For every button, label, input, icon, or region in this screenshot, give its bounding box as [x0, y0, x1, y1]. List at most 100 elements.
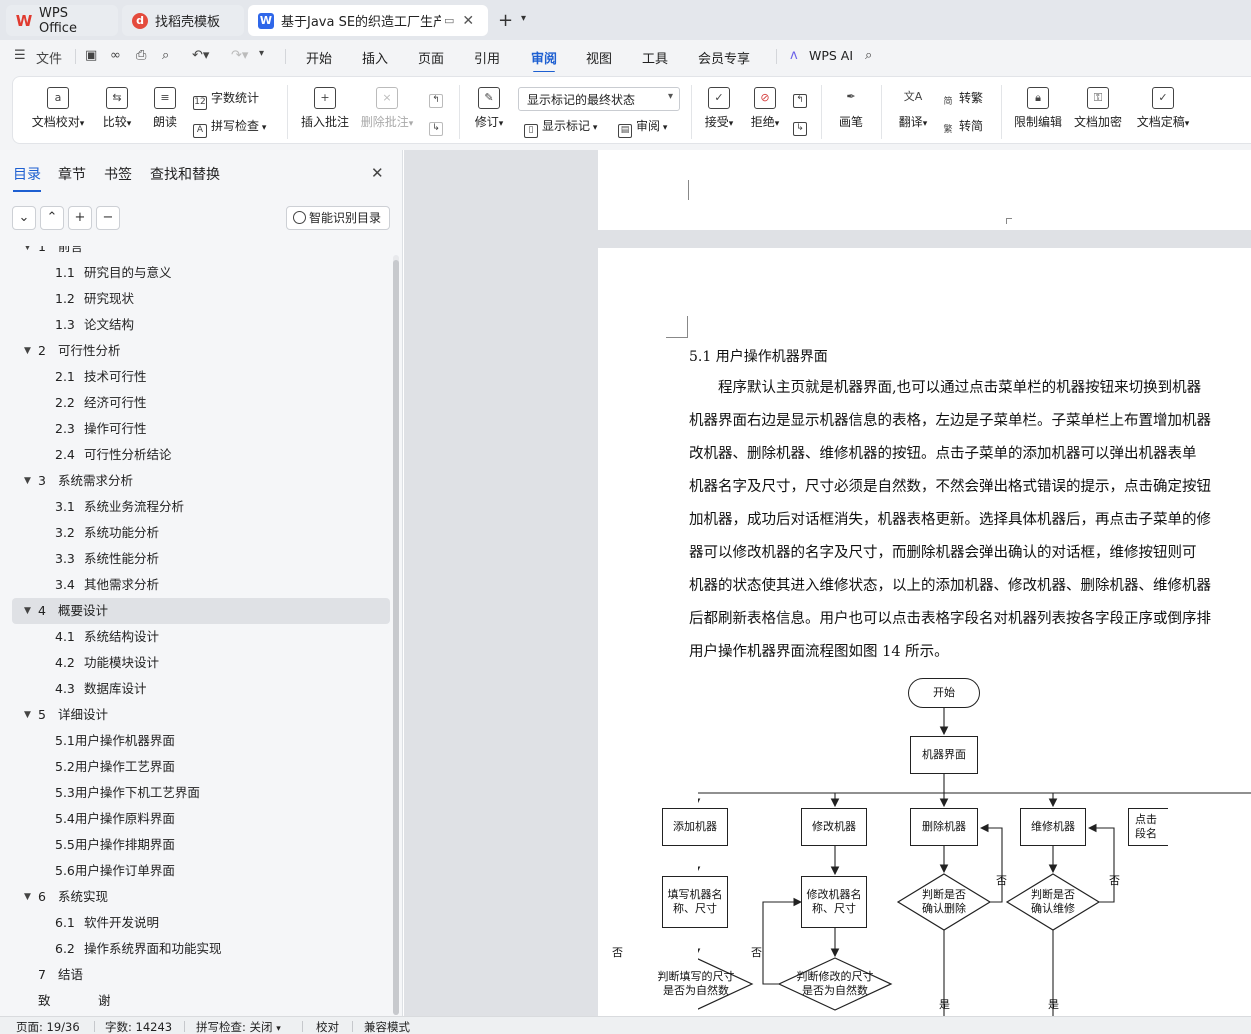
wps-ai-icon[interactable]: ʌ [790, 48, 798, 63]
toc-item[interactable]: 5.6用户操作订单界面 [12, 858, 390, 884]
next-change-button[interactable]: ↳ [793, 117, 811, 136]
chevron-down-icon[interactable]: ▾ [259, 48, 265, 59]
menu-home[interactable]: 开始 [306, 52, 333, 67]
revise-button[interactable]: ✎ 修订▾ [469, 87, 509, 130]
encrypt-button[interactable]: ⚿ 文档加密 [1071, 87, 1125, 130]
tab-sections[interactable]: 章节 [58, 167, 86, 183]
next-comment-button[interactable]: ↳ [429, 117, 447, 136]
expand-triangle-icon[interactable]: ▼ [24, 892, 31, 902]
scrollbar-thumb[interactable] [393, 260, 399, 1015]
chevron-down-icon[interactable]: ▾ [521, 13, 527, 24]
document-area[interactable]: 5.1 用户操作机器界面 程序默认主页就是机器界面,也可以通过点击菜单栏的机器按… [404, 150, 1251, 1016]
tab-toc[interactable]: 目录 [13, 164, 41, 192]
pen-button[interactable]: ✒ 画笔 [835, 87, 867, 130]
to-simplified-button[interactable]: 繁转简 [941, 117, 983, 139]
tab-daoke-templates[interactable]: d 找稻壳模板 [122, 5, 244, 36]
reject-button[interactable]: ⊘ 拒绝▾ [745, 87, 785, 130]
file-menu[interactable]: 文件 [36, 52, 63, 67]
toc-item[interactable]: 5.3用户操作下机工艺界面 [12, 780, 390, 806]
smart-toc-button[interactable]: 智能识别目录 [286, 206, 390, 230]
tab-bookmarks[interactable]: 书签 [104, 167, 132, 183]
new-tab-button[interactable]: + [498, 10, 514, 31]
menu-member[interactable]: 会员专享 [698, 52, 751, 67]
toc-item[interactable]: 5.5用户操作排期界面 [12, 832, 390, 858]
toc-item[interactable]: 5.1用户操作机器界面 [12, 728, 390, 754]
expand-triangle-icon[interactable]: ▼ [24, 606, 31, 616]
toc-item[interactable]: 致谢 [12, 988, 390, 1014]
tab-document[interactable]: W 基于Java SE的织造工厂生产管 ▭ ✕ [248, 5, 488, 36]
hamburger-icon[interactable]: ☰ [14, 48, 26, 63]
read-aloud-button[interactable]: ≡ 朗读 [149, 87, 181, 130]
add-heading-button[interactable]: + [68, 206, 92, 230]
search-icon[interactable]: ⌕ [865, 48, 873, 63]
close-tab-icon[interactable]: ✕ [462, 12, 475, 29]
remove-heading-button[interactable]: − [96, 206, 120, 230]
page-indicator[interactable]: 页面: 19/36 [16, 1020, 80, 1034]
expand-triangle-icon[interactable]: ▼ [24, 710, 31, 720]
compare-button[interactable]: ⇆ 比较▾ [97, 87, 137, 130]
menu-page[interactable]: 页面 [418, 52, 445, 67]
show-markup-button[interactable]: ▯显示标记 ▾ [524, 117, 597, 138]
to-traditional-button[interactable]: 简转繁 [941, 89, 983, 111]
tab-find-replace[interactable]: 查找和替换 [150, 167, 220, 183]
markup-state-select[interactable]: 显示标记的最终状态 ▾ [518, 87, 680, 111]
translate-button[interactable]: 文A 翻译▾ [893, 87, 933, 130]
expand-triangle-icon[interactable]: ▼ [24, 346, 31, 356]
redo-icon[interactable]: ↷▾ [231, 48, 249, 63]
word-count-status[interactable]: 字数: 14243 [105, 1020, 173, 1034]
menu-references[interactable]: 引用 [474, 52, 501, 67]
tab-wps-office[interactable]: W WPS Office [6, 5, 118, 36]
expand-triangle-icon[interactable]: ▼ [24, 246, 31, 252]
restrict-edit-button[interactable]: 🔒︎ 限制编辑 [1011, 87, 1065, 130]
undo-icon[interactable]: ↶▾ [192, 48, 210, 63]
proof-status[interactable]: 校对 [316, 1020, 339, 1034]
menu-insert[interactable]: 插入 [362, 52, 389, 67]
print-icon[interactable]: ⎙ [136, 48, 147, 63]
menu-tools[interactable]: 工具 [642, 52, 669, 67]
accept-button[interactable]: ✓ 接受▾ [699, 87, 739, 130]
expand-up-button[interactable]: ⌃ [40, 206, 64, 230]
delete-comment-button[interactable]: × 删除批注▾ [359, 87, 415, 130]
wps-ai-button[interactable]: WPS AI [809, 48, 854, 63]
menu-review[interactable]: 审阅 [531, 48, 557, 73]
previous-change-button[interactable]: ↰ [793, 89, 811, 108]
print-preview-icon[interactable]: ⌕ [162, 48, 170, 63]
insert-comment-button[interactable]: + 插入批注 [299, 87, 351, 130]
menu-view[interactable]: 视图 [586, 52, 613, 67]
save-icon[interactable]: ▣ [85, 48, 98, 63]
link-icon[interactable]: ∞ [110, 48, 121, 63]
toc-item[interactable]: 5.2用户操作工艺界面 [12, 754, 390, 780]
previous-comment-button[interactable]: ↰ [429, 89, 447, 108]
doc-proof-button[interactable]: a 文档校对▾ [29, 87, 87, 130]
close-icon[interactable]: ✕ [371, 164, 384, 182]
review-pane-button[interactable]: ▤审阅 ▾ [618, 117, 667, 138]
expand-triangle-icon[interactable]: ▼ [24, 476, 31, 486]
spell-check-status[interactable]: 拼写检查: 关闭 ▾ [196, 1019, 281, 1034]
finalize-button[interactable]: ✓ 文档定稿▾ [1131, 87, 1195, 130]
toc-item[interactable]: 5.4用户操作原料界面 [12, 806, 390, 832]
collapse-all-button[interactable]: ⌄ [12, 206, 36, 230]
